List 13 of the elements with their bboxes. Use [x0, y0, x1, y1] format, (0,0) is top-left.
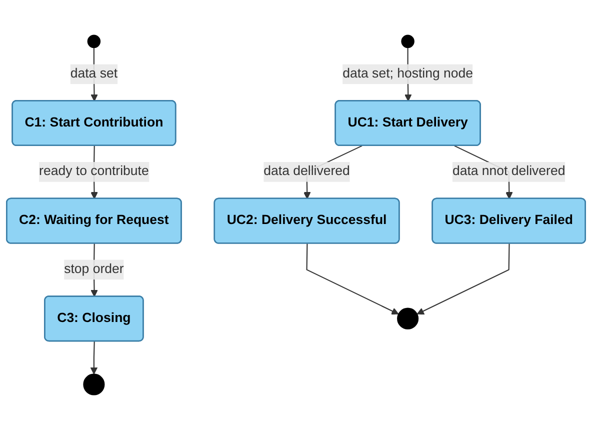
edge-label: stop order [64, 262, 124, 276]
arrow [90, 341, 98, 374]
edge-label: ready to contribute [39, 164, 149, 179]
edge-label: data dellivered [264, 164, 350, 179]
node-circle [87, 34, 101, 48]
arrow [306, 244, 399, 314]
arrow [416, 244, 510, 314]
edge-label: data set; hosting node [342, 66, 474, 81]
node-circle [397, 308, 419, 330]
node-circle [401, 34, 414, 48]
node-circle [83, 374, 105, 396]
edge-label: data nnot delivered [452, 164, 566, 179]
edge-label: data set [70, 66, 118, 81]
